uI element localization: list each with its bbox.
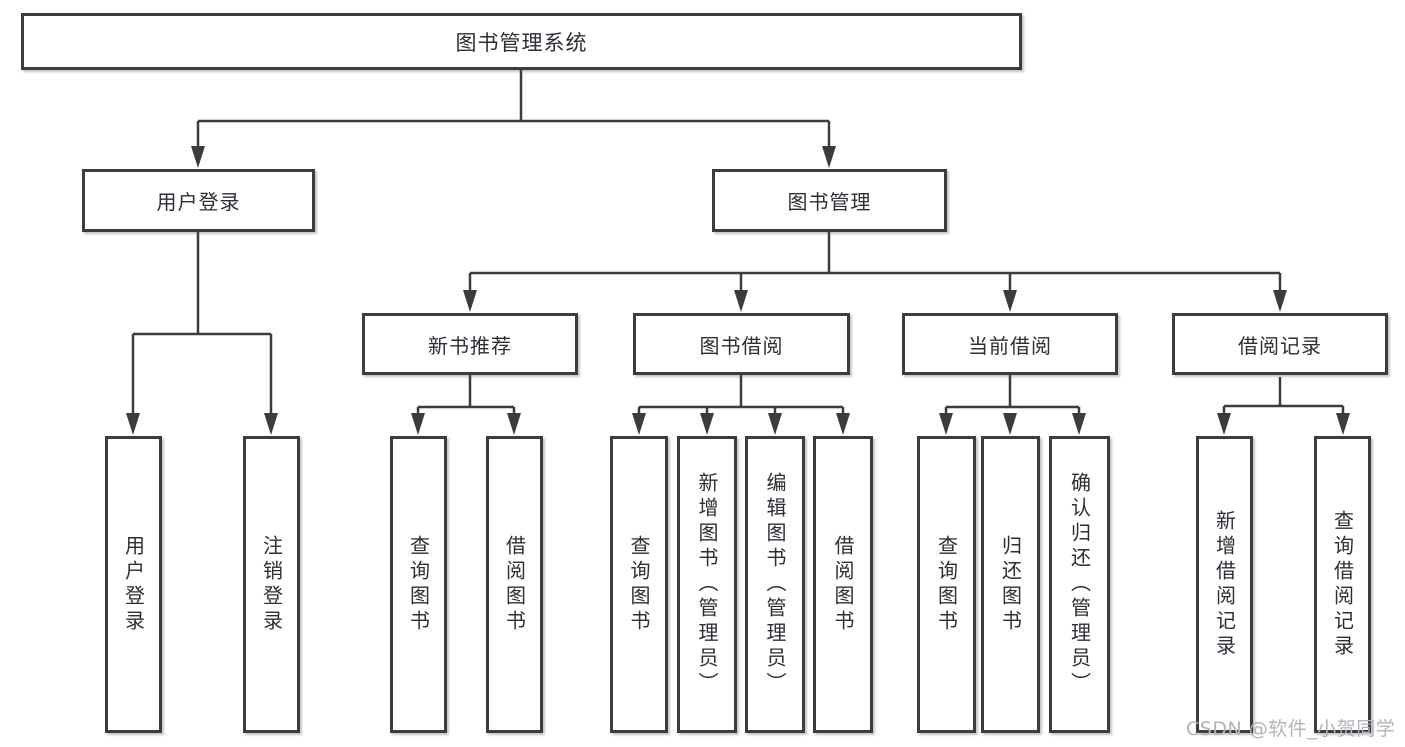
arrowhead-icon — [939, 413, 953, 435]
connector-borrow-record-to-leaves — [1217, 377, 1350, 435]
connector-new-book-recommend-to-leaves — [411, 375, 521, 435]
arrowhead-icon — [126, 413, 140, 435]
connector-book-borrow-to-leaves — [632, 375, 850, 435]
leaf-return-book: 归还图书 — [981, 436, 1040, 733]
node-borrow-record: 借阅记录 — [1172, 313, 1388, 375]
node-root: 图书管理系统 — [21, 13, 1022, 70]
arrowhead-icon — [836, 413, 850, 435]
arrowhead-icon — [734, 290, 748, 312]
leaf-query-borrow-record: 查询借阅记录 — [1314, 436, 1371, 733]
csdn-watermark: CSDN @软件_小贺同学 — [1186, 718, 1396, 740]
node-book-borrow: 图书借阅 — [633, 313, 850, 375]
connector-current-borrow-to-leaves — [939, 375, 1086, 435]
arrowhead-icon — [768, 413, 782, 435]
arrowhead-icon — [411, 413, 425, 435]
arrowhead-icon — [632, 413, 646, 435]
arrowhead-icon — [1003, 413, 1017, 435]
connector-book-management-to-level3 — [463, 232, 1287, 312]
arrowhead-icon — [1003, 290, 1017, 312]
leaf-query-book-recommend: 查询图书 — [390, 436, 447, 733]
arrowhead-icon — [822, 146, 836, 168]
leaf-borrow-book: 借阅图书 — [813, 436, 873, 733]
leaf-logout-login: 注销登录 — [243, 436, 300, 733]
node-new-book-recommend: 新书推荐 — [362, 313, 578, 375]
leaf-query-book-borrow: 查询图书 — [610, 436, 668, 733]
leaf-edit-book-admin: 编辑图书（管理员） — [745, 436, 805, 733]
arrowhead-icon — [700, 413, 714, 435]
leaf-borrow-book-recommend: 借阅图书 — [486, 436, 543, 733]
leaf-add-book-admin: 新增图书（管理员） — [677, 436, 737, 733]
arrowhead-icon — [1217, 413, 1231, 435]
leaf-user-login: 用户登录 — [105, 436, 162, 733]
arrowhead-icon — [1072, 413, 1086, 435]
leaf-query-book-current: 查询图书 — [917, 436, 976, 733]
connector-root-to-level2 — [191, 70, 836, 168]
arrowhead-icon — [1273, 290, 1287, 312]
connector-user-login-to-leaves — [126, 232, 278, 435]
node-current-borrow: 当前借阅 — [902, 313, 1118, 375]
arrowhead-icon — [463, 290, 477, 312]
arrowhead-icon — [507, 413, 521, 435]
arrowhead-icon — [1336, 413, 1350, 435]
leaf-add-borrow-record: 新增借阅记录 — [1196, 436, 1253, 733]
arrowhead-icon — [264, 413, 278, 435]
node-book-management: 图书管理 — [712, 169, 947, 232]
node-user-login: 用户登录 — [82, 169, 315, 232]
leaf-confirm-return-admin: 确认归还（管理员） — [1049, 436, 1110, 733]
arrowhead-icon — [191, 146, 205, 168]
